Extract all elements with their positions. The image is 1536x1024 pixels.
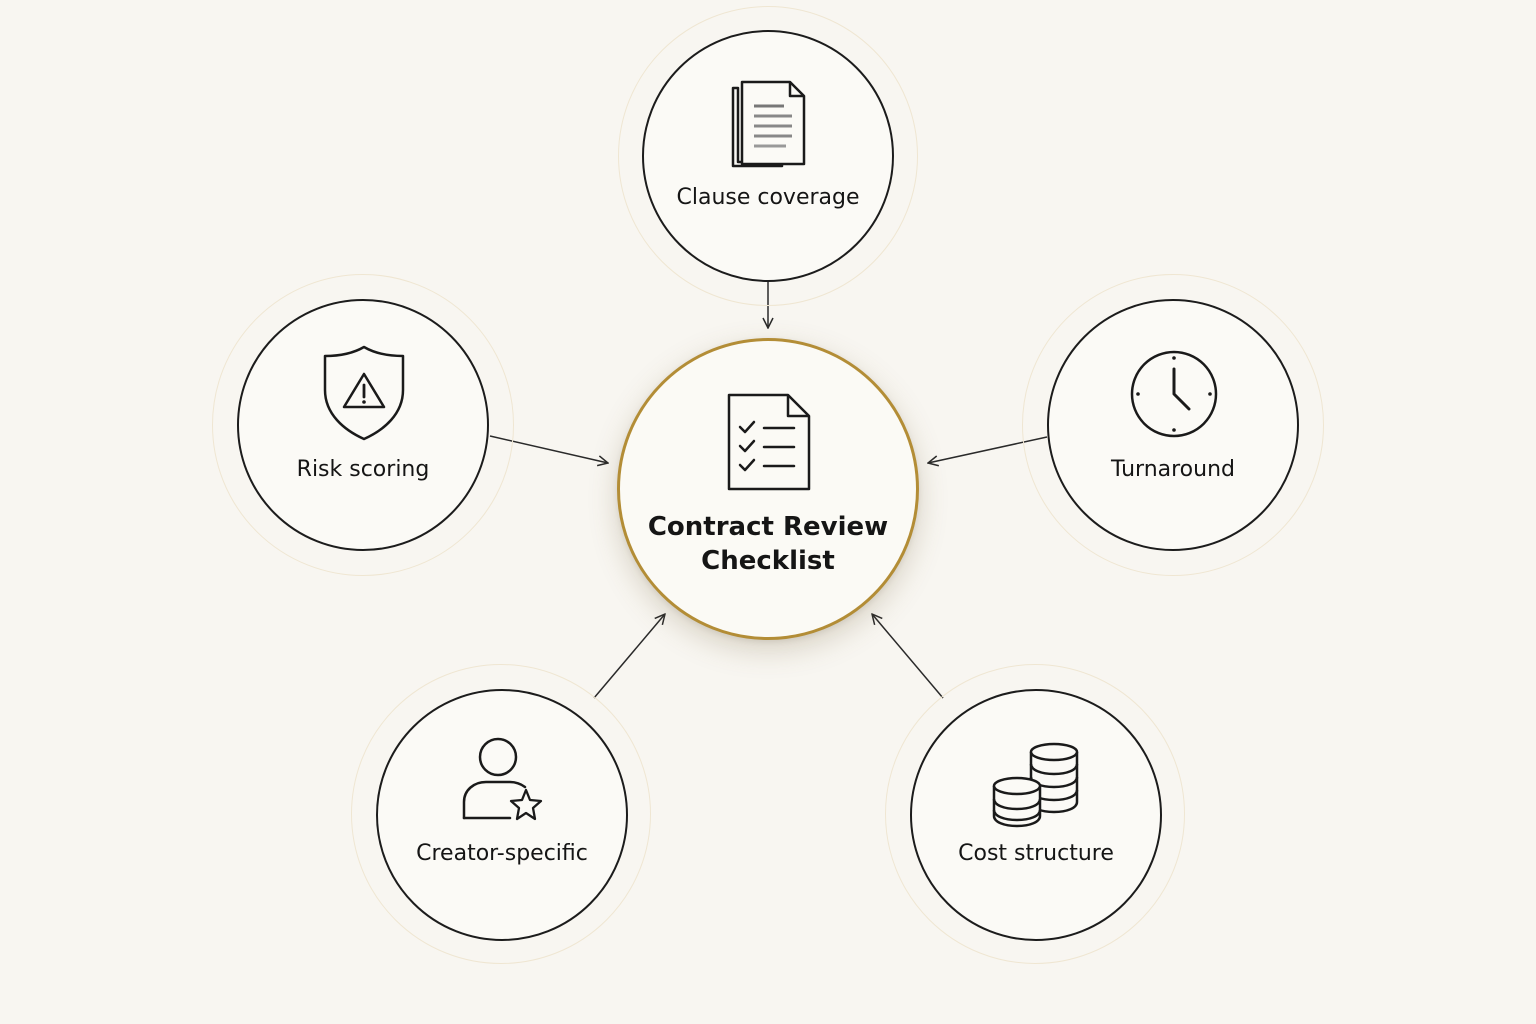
node-label-creator-specific: Creator-specific [416, 841, 588, 866]
halo-creator [351, 664, 651, 964]
center-title-line1: Contract Review [647, 512, 889, 542]
user-star-icon [462, 737, 543, 821]
node-label-turnaround: Turnaround [1111, 457, 1235, 482]
coins-icon [992, 742, 1079, 828]
checklist-document-icon [727, 393, 811, 491]
node-label-cost-structure: Cost structure [958, 841, 1114, 866]
node-label-risk-scoring: Risk scoring [296, 457, 430, 482]
node-creator-specific [376, 689, 628, 941]
shield-warning-icon [323, 345, 405, 441]
center-title: Contract Review Checklist [618, 510, 918, 578]
node-risk-scoring [237, 299, 489, 551]
arrow-creator-to-center [593, 614, 665, 699]
halo-cost [885, 664, 1185, 964]
clock-icon [1130, 350, 1218, 438]
center-title-line2: Checklist [701, 546, 835, 576]
halo-turnaround [1022, 274, 1324, 576]
node-label-clause-coverage: Clause coverage [676, 185, 860, 210]
arrow-cost-to-center [872, 614, 944, 699]
node-turnaround [1047, 299, 1299, 551]
halo-clause [618, 6, 918, 306]
halo-risk [212, 274, 514, 576]
document-stack-icon [731, 80, 806, 168]
